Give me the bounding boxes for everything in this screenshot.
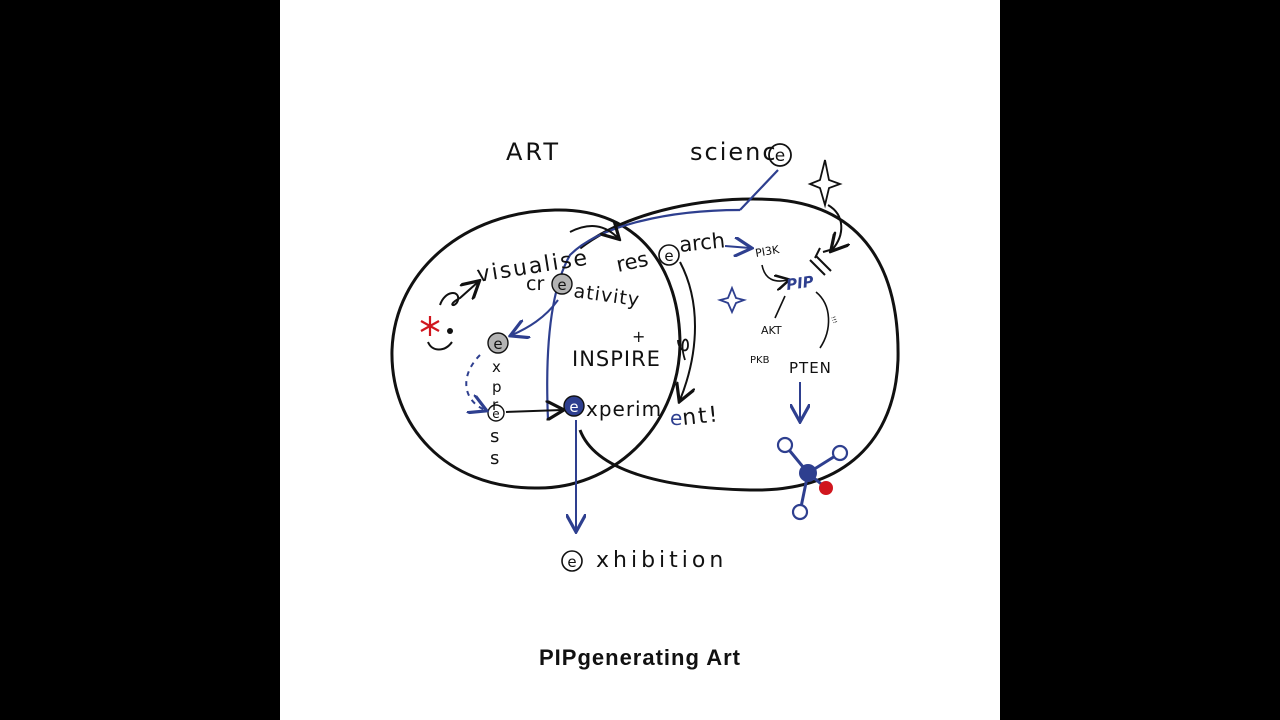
research-to-experiment-arrow	[680, 261, 696, 400]
molecule-icon	[776, 436, 849, 521]
exhibition-e-letter: e	[567, 553, 576, 571]
pkb-label: PKB	[750, 355, 770, 366]
research-e-circle	[658, 244, 680, 266]
plus-sign: +	[632, 327, 645, 346]
sparkle-icon	[807, 159, 843, 209]
science-label: scienc	[690, 138, 778, 166]
experiment-word: e xperim e nt!	[563, 395, 721, 431]
akt-label: AKT	[761, 324, 782, 337]
art-title: ART	[506, 138, 561, 166]
venn-diagram: ART scienc e visualise cr e ativity	[390, 138, 900, 573]
research-to-pi3k-arrow	[724, 246, 750, 248]
express-p: p	[492, 378, 502, 396]
express-e-letter: e	[493, 335, 502, 353]
experiment-rest: xperim	[586, 397, 662, 421]
express-dashed-arrow	[465, 354, 485, 410]
express-e2: e	[492, 407, 499, 421]
research-pre: res	[614, 247, 650, 277]
exhibition-e-circle	[561, 550, 583, 572]
research-e-letter: e	[664, 247, 673, 265]
science-circle	[578, 197, 900, 492]
receptor-icon	[809, 247, 832, 276]
express-s2: s	[490, 448, 499, 469]
receptor-dots: ꜝꜝꜝ	[825, 315, 838, 326]
pip-to-pten-line	[815, 291, 830, 349]
science-e-circle	[768, 143, 792, 167]
visualise-to-research-arrow	[569, 226, 618, 238]
science-e-letter: e	[775, 146, 785, 166]
experiment-e2: e	[670, 406, 682, 430]
express-x: x	[492, 358, 501, 376]
creativity-to-express-arrow	[512, 299, 559, 335]
pi3k-to-pip-arrow	[761, 264, 788, 281]
artwork-panel: ART scienc e visualise cr e ativity	[280, 0, 1000, 720]
exhibition-rest: xhibition	[596, 548, 727, 573]
inspire-label: INSPIRE	[572, 347, 661, 371]
pip-label: PIP	[785, 272, 815, 294]
science-title: scienc e	[690, 138, 792, 167]
smiley-mouth	[427, 341, 453, 351]
experiment-e-letter: e	[569, 398, 578, 416]
exhibition-word: e xhibition	[561, 548, 727, 573]
pi3k-label: PI3K	[754, 243, 781, 260]
creativity-post: ativity	[572, 280, 641, 311]
art-circle	[390, 208, 682, 490]
express-s1: s	[490, 426, 499, 447]
research-word: res e arch	[614, 228, 726, 277]
red-asterisk-icon	[420, 316, 440, 336]
artwork-caption: PIPgenerating Art	[539, 645, 741, 670]
express-word: e x p r e s s	[487, 332, 509, 469]
creativity-e-letter: e	[557, 276, 566, 294]
research-post: arch	[678, 228, 726, 257]
experiment-e-bubble	[563, 395, 585, 417]
inspire-loop	[677, 338, 689, 361]
pten-label: PTEN	[789, 359, 832, 377]
creativity-e-bubble	[551, 273, 573, 295]
blue-sparkle-icon	[716, 285, 748, 315]
sparkle-arrow	[827, 204, 841, 250]
blue-science-link	[739, 169, 779, 211]
visualise-arrow	[439, 282, 478, 306]
creativity-pre: cr	[526, 273, 544, 295]
creativity-word: cr e ativity	[526, 273, 641, 311]
smiley-eye	[447, 328, 453, 334]
express-e-bubble	[487, 332, 509, 354]
blue-science-ellipse	[546, 208, 741, 421]
pip-to-akt-line	[774, 295, 786, 319]
experiment-end: nt!	[681, 402, 721, 431]
express-to-experiment-arrow	[505, 410, 562, 412]
